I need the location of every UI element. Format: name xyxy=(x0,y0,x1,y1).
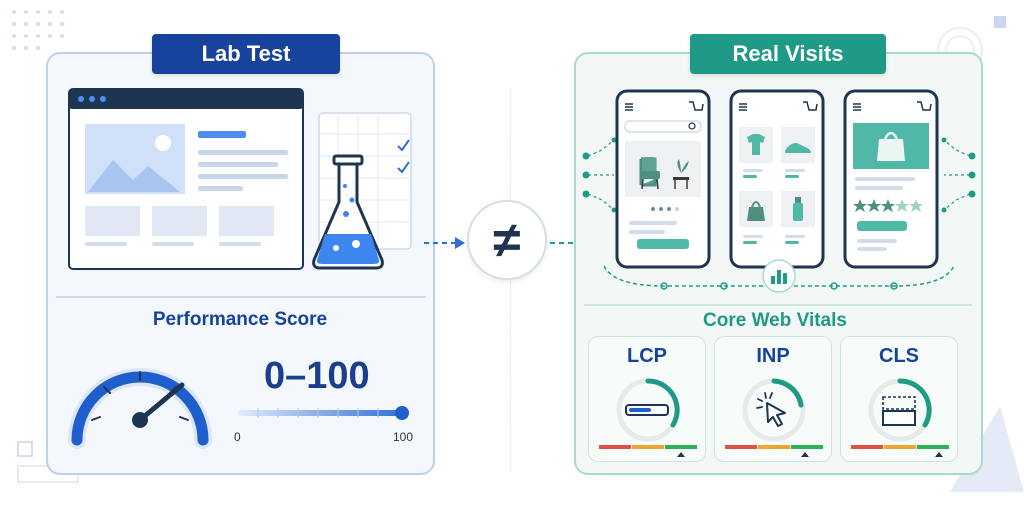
performance-score-title: Performance Score xyxy=(152,309,328,330)
search-icon xyxy=(688,122,696,130)
score-scale-bar xyxy=(238,406,409,420)
speedometer-gauge-icon xyxy=(68,368,212,449)
scale-max-label: 100 xyxy=(393,430,414,444)
phone-product-grid-illustration xyxy=(729,89,825,269)
vital-label: INP xyxy=(756,345,790,367)
lab-test-title: Lab Test xyxy=(152,34,340,74)
network-nodes-left xyxy=(582,137,617,213)
vital-card-cls: CLS xyxy=(840,336,958,462)
phone-product-detail-illustration xyxy=(843,89,939,269)
cart-icon xyxy=(689,101,704,111)
score-range-text: 0–100 xyxy=(264,355,370,397)
vital-card-inp: INP xyxy=(714,336,832,462)
vital-card-lcp: LCP xyxy=(588,336,706,462)
rating-stars-icon xyxy=(853,199,923,212)
bar-chart-icon xyxy=(771,270,787,284)
right-divider xyxy=(584,304,972,306)
bottle-icon xyxy=(793,203,803,221)
shirt-icon xyxy=(747,134,765,155)
layout-shift-icon xyxy=(868,378,932,442)
scale-min-label: 0 xyxy=(234,430,241,444)
pointer-click-icon xyxy=(742,378,806,442)
not-equal-icon: ≠ xyxy=(493,212,521,268)
real-visits-title: Real Visits xyxy=(690,34,886,74)
not-equal-badge: ≠ xyxy=(467,200,547,280)
vital-label: CLS xyxy=(879,345,919,367)
handbag-icon xyxy=(747,207,765,221)
lab-flask-icon xyxy=(312,154,384,270)
shoe-icon xyxy=(785,143,811,153)
analytics-connector xyxy=(603,259,955,293)
checkmark-icon xyxy=(397,161,410,174)
checkmark-icon xyxy=(397,139,410,152)
browser-window-illustration xyxy=(68,88,304,270)
loading-bar-icon xyxy=(616,378,680,442)
vital-threshold-bar xyxy=(725,445,823,457)
core-web-vitals-title: Core Web Vitals xyxy=(703,310,847,331)
cart-icon xyxy=(803,101,818,111)
center-dashed-line xyxy=(510,90,511,470)
shopping-bag-icon xyxy=(877,139,905,161)
vital-threshold-bar xyxy=(599,445,697,457)
cart-icon xyxy=(917,101,932,111)
scale-handle xyxy=(395,406,409,420)
network-nodes-right xyxy=(941,137,976,213)
search-input xyxy=(624,120,702,133)
dot-grid-decoration xyxy=(12,10,64,50)
phone-product-page-illustration xyxy=(615,89,711,269)
vital-threshold-bar xyxy=(851,445,949,457)
left-divider xyxy=(56,296,426,298)
arrow-right-icon xyxy=(424,237,465,249)
vital-label: LCP xyxy=(627,345,667,367)
